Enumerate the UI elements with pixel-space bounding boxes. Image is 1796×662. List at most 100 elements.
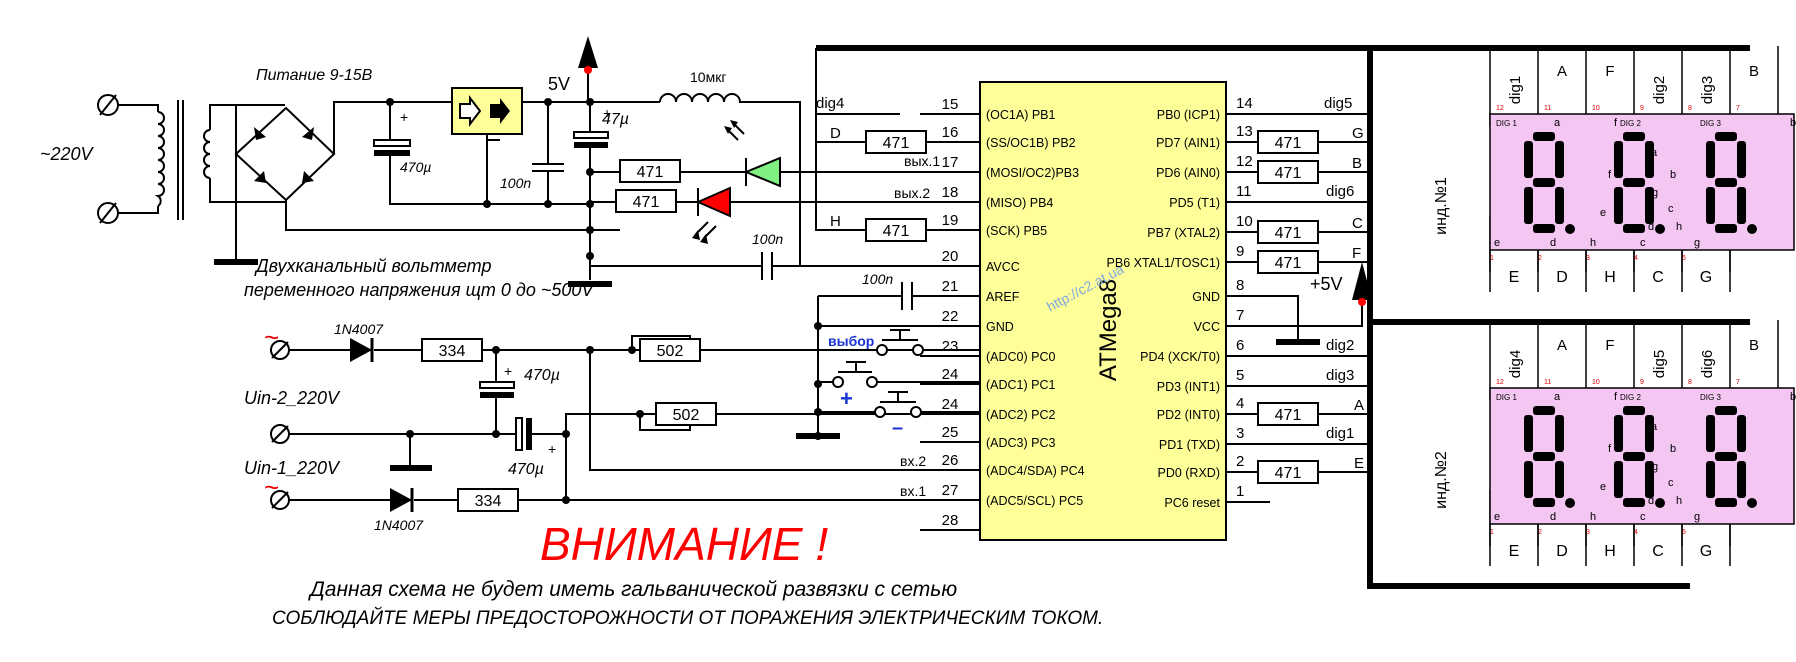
mcu-pin-number: 22 [942,308,959,325]
display-bottom-label: D [1556,269,1568,286]
r334-2: 334 [475,493,502,510]
r471-H: 471 [883,223,910,240]
display-segment [1737,141,1746,178]
r471-C: 471 [1275,225,1302,242]
display-segment [1524,141,1533,178]
svg-text:+: + [603,105,611,121]
display-top-label: dig4 [1507,350,1524,378]
display-top-label: F [1605,337,1614,354]
mcu-pin-label: PB6 XTAL1/TOSC1) [1107,256,1220,270]
segment-letter: b [1790,391,1796,403]
display-segment [1715,406,1737,415]
display-pin-number: 1 [1490,529,1494,536]
segment-letter: f [1614,117,1618,129]
display-bottom-label: C [1652,269,1664,286]
mcu-pin-label: (ADC4/SDA) PC4 [986,464,1085,478]
button-minus-label: – [892,417,903,439]
display-pin-number: 12 [1496,105,1504,112]
mcu-pin-number: 28 [942,512,959,529]
mcu-pin-number: 9 [1236,243,1244,260]
display-dot [1747,224,1757,234]
display-segment [1715,178,1737,187]
button-minus[interactable]: – [818,391,980,439]
mcu-pin-number: 4 [1236,395,1244,412]
display-segment [1623,178,1645,187]
display-top-label: dig1 [1507,76,1524,104]
display-segment [1623,132,1645,141]
display-pin-number: 8 [1688,105,1692,112]
mcu-pin-number: 8 [1236,277,1244,294]
display-dot [1565,498,1575,508]
mcu-pin-number: 14 [1236,95,1253,112]
r502-1: 502 [657,343,684,360]
display-segment [1524,187,1533,224]
mcu-pin-number: 23 [942,338,959,355]
display-segment [1706,461,1715,498]
display-segment [1533,178,1555,187]
display-pin-number: 4 [1634,529,1638,536]
display-segment [1715,498,1737,507]
segment-letter: b [1790,117,1796,129]
display-top-label: B [1749,63,1759,80]
mcu-pin-number: 16 [942,124,959,141]
display-pin-number: 2 [1538,255,1542,262]
net-D: D [830,125,841,142]
display-segment [1715,132,1737,141]
mcu-pin-number: 12 [1236,153,1253,170]
display-bottom-label: E [1509,543,1520,560]
display-dig-label: DIG 2 [1620,393,1641,402]
r334-1: 334 [439,343,466,360]
inductor: 10мкг [659,69,801,266]
segment-letter: h [1676,495,1682,507]
mcu-pin-label: PB0 (ICP1) [1157,108,1220,122]
display-pin-number: 4 [1634,255,1638,262]
net-dig1: dig1 [1326,425,1354,442]
display-pin-number: 10 [1592,379,1600,386]
mcu-pin-label: GND [1192,290,1220,304]
mcu-pin-label: PD4 (XCK/T0) [1140,350,1220,364]
inputs: Двухканальный вольтметр переменного напр… [244,256,980,533]
segment-letter: a [1554,117,1561,129]
display-name: инд.№1 [1433,177,1450,235]
display-bottom-label: D [1556,543,1568,560]
segment-letter: e [1494,237,1500,249]
r471-G: 471 [1275,135,1302,152]
mcu-pin-number: 26 [942,452,959,469]
button-plus[interactable]: + [818,361,980,411]
display-segment [1533,452,1555,461]
mcu-pin-number: 17 [942,154,959,171]
button-select[interactable]: выбор [828,329,980,356]
segment-letter: c [1668,203,1674,215]
mcu-right-wiring: dig5 471 G 471 B dig6 471 C 471 F +5V di… [1226,45,1750,589]
segment-letter: d [1550,237,1556,249]
display-segment [1533,224,1555,233]
capacitor-470u: + 470µ [373,102,431,200]
display-dot [1747,498,1757,508]
button-select-label: выбор [828,333,874,349]
segment-letter: f [1608,443,1612,455]
display-segment [1614,141,1623,178]
mcu-pin-number: 27 [942,482,959,499]
segment-letter: a [1554,391,1561,403]
warning-title: ВНИМАНИЕ ! [540,518,828,570]
segment-letter: g [1652,461,1658,473]
mcu-pin-number: 2 [1236,453,1244,470]
net-G: G [1352,125,1364,142]
net-dig3: dig3 [1326,367,1354,384]
vcc-arrow [578,36,598,102]
mcu-body [979,81,1227,541]
mcu-pin-label: PD0 (RXD) [1157,466,1220,480]
display-segment [1555,415,1564,452]
net-C: C [1352,215,1363,232]
mains-terminal-top [97,94,119,116]
display-segment [1715,452,1737,461]
svg-text:+: + [548,441,556,457]
display-top-label: dig6 [1699,350,1716,378]
display-dig-label: DIG 3 [1700,119,1721,128]
segment-letter: e [1600,207,1606,219]
cap-100n-label-1: 100n [500,175,531,191]
uin2-label: Uin-2_220V [244,388,341,408]
net-H: H [830,213,841,230]
display-segment [1623,224,1645,233]
